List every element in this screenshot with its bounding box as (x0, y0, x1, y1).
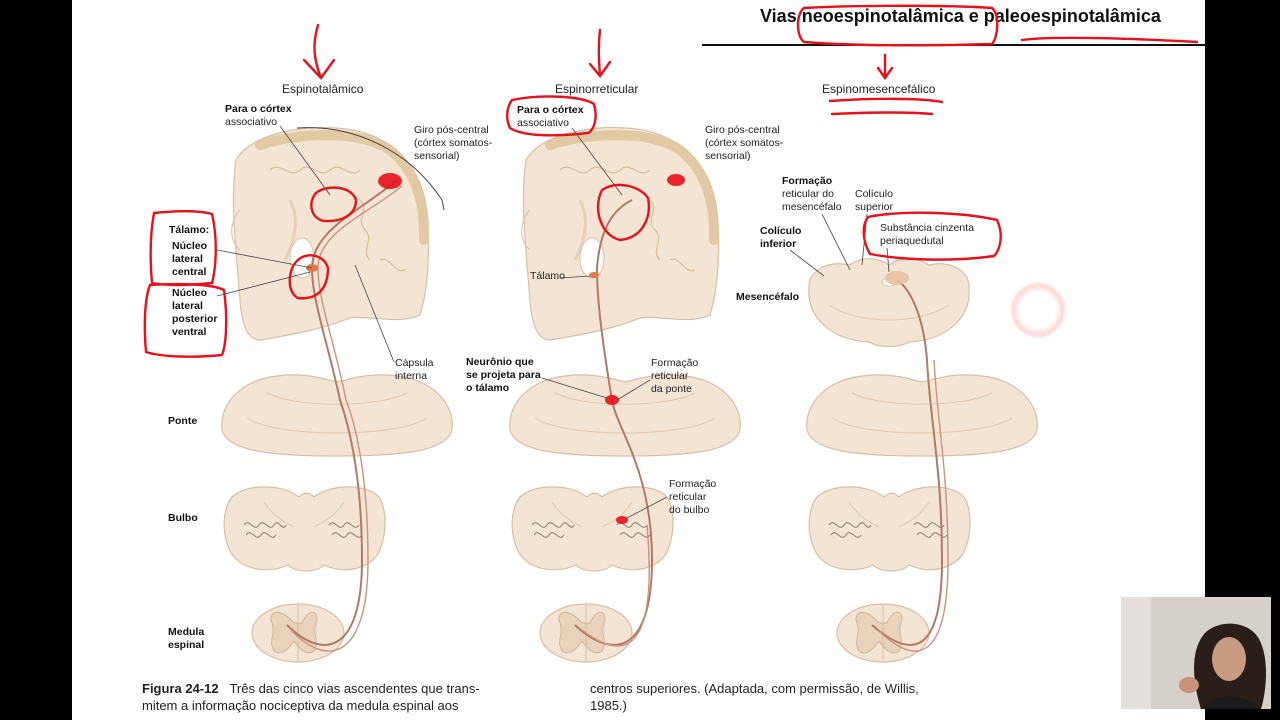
label-cs-2: superior (855, 201, 893, 213)
label-interna: interna (395, 370, 427, 382)
title-paleoespinotalamica: paleoespinotalâmica (983, 6, 1161, 26)
col2-pons (509, 374, 741, 457)
label-neuronio-2: se projeta para (466, 369, 541, 381)
label-sensorial: sensorial) (414, 150, 460, 162)
label-para-o-cortex: Para o córtex (225, 103, 292, 115)
pain-pathways-figure: Espinotalâmico Espinorreticular Espinome… (143, 4, 1199, 663)
label-nlpv-4: ventral (172, 326, 207, 338)
label-frp-3: da ponte (651, 383, 692, 395)
presenter-webcam (1121, 597, 1271, 709)
label-mesencefalo: Mesencéfalo (736, 291, 799, 303)
label-ci-2: inferior (760, 238, 796, 250)
label-espinal: espinal (168, 639, 204, 651)
label-medula: Medula (168, 626, 204, 638)
col3-pag-termination (885, 271, 909, 285)
label-nlpv-1: Núcleo (172, 287, 207, 299)
laser-pointer-dot (1010, 282, 1066, 338)
col-header-espinorreticular: Espinorreticular (555, 82, 638, 96)
figure-caption-left: Figura 24-12 Três das cinco vias ascende… (142, 680, 562, 714)
col2-cortex-termination (667, 174, 685, 186)
figure-caption-right: centros superiores. (Adaptada, com permi… (590, 680, 1030, 714)
col1-brain-section (232, 127, 445, 340)
label-frb-2: reticular (669, 491, 707, 503)
label-nlc-1: Núcleo (172, 240, 207, 252)
label-giro-pos-central-2: Giro pós-central (705, 124, 780, 136)
col1-cortex-termination (378, 173, 402, 189)
slide: Vias neoespinotalâmica e paleoespinotalâ… (72, 0, 1205, 720)
title-pre: Vias (760, 6, 802, 26)
label-ponte: Ponte (168, 415, 197, 427)
label-frm-2: reticular do (782, 188, 834, 200)
col1-spinal-cord (251, 603, 345, 663)
caption-right-line2: 1985.) (590, 698, 627, 713)
label-frm-3: mesencéfalo (782, 201, 842, 213)
label-frb-3: do bulbo (669, 504, 709, 516)
label-cs-1: Colículo (855, 188, 893, 200)
label-ci-1: Colículo (760, 225, 801, 237)
title-neoespinotalamica: neoespinotalâmica (801, 6, 964, 26)
label-talamo-2: Tálamo (530, 270, 565, 282)
label-associativo: associativo (225, 116, 277, 128)
label-scp-1: Substância cinzenta (880, 222, 974, 234)
label-frp-2: reticular (651, 370, 689, 382)
label-nlc-3: central (172, 266, 207, 278)
label-talamo: Tálamo: (169, 224, 209, 236)
col-header-espinotalamico: Espinotalâmico (282, 82, 364, 96)
caption-right-line1: centros superiores. (Adaptada, com permi… (590, 681, 919, 696)
label-neuronio-3: o tálamo (466, 382, 509, 394)
presenter-avatar (1121, 597, 1271, 709)
label-sensorial-2: sensorial) (705, 150, 751, 162)
col2-medulla-termination (616, 516, 628, 524)
label-para-o-cortex-2: Para o córtex (517, 104, 584, 116)
slide-title: Vias neoespinotalâmica e paleoespinotalâ… (760, 6, 1161, 27)
label-associativo-2: associativo (517, 117, 569, 129)
title-mid: e (963, 6, 984, 26)
col2-pons-termination (605, 395, 619, 405)
col3-pons (806, 374, 1038, 457)
label-cortex-somatos-2: (córtex somatos- (705, 137, 784, 149)
caption-left-line2: mitem a informação nociceptiva da medula… (142, 698, 459, 713)
col2-pathway (574, 199, 654, 646)
col3-pathway (871, 279, 944, 646)
label-bulbo: Bulbo (168, 512, 198, 524)
red-annotations (143, 4, 1199, 358)
label-neuronio-1: Neurônio que (466, 356, 534, 368)
label-frm-1: Formação (782, 175, 832, 187)
col-header-espinomesencefalico: Espinomesencefálico (822, 82, 936, 96)
col2-thalamus-nucleus (589, 272, 599, 278)
label-scp-2: periaquedutal (880, 235, 944, 247)
col1-pathway (286, 179, 398, 646)
label-nlpv-3: posterior (172, 313, 218, 325)
label-frp-1: Formação (651, 357, 698, 369)
label-capsula: Cápsula (395, 357, 434, 369)
label-nlc-2: lateral (172, 253, 203, 265)
label-giro-pos-central: Giro pós-central (414, 124, 489, 136)
caption-left-line1: Três das cinco vias ascendentes que tran… (229, 681, 480, 696)
label-nlpv-2: lateral (172, 300, 203, 312)
col2-brain-section (522, 127, 719, 340)
label-frb-1: Formação (669, 478, 716, 490)
col1-leader-lines (216, 125, 395, 363)
col2-leader-lines (541, 127, 668, 519)
label-cortex-somatos: (córtex somatos- (414, 137, 493, 149)
caption-figure-number: Figura 24-12 (142, 681, 219, 696)
